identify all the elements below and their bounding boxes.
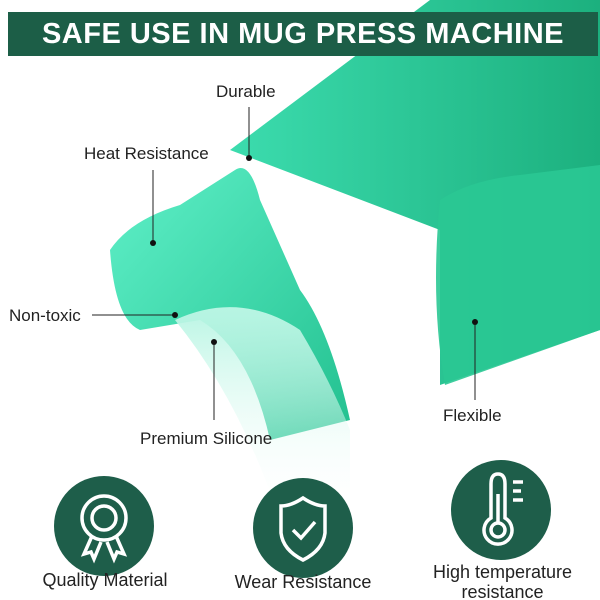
callout-durable: Durable [216,82,276,101]
callout-heat-resistance: Heat Resistance [84,144,209,163]
callout-flexible: Flexible [443,406,502,425]
feature-label: High temperature resistance [432,562,573,600]
feature-label: Wear Resistance [234,572,372,592]
callout-non-toxic: Non-toxic [9,306,81,325]
thermometer-icon [451,460,551,560]
feature-label: Quality Material [42,570,168,590]
award-ribbon-icon [54,476,154,576]
callout-premium-silicone: Premium Silicone [140,429,273,448]
headline-banner: SAFE USE IN MUG PRESS MACHINE [8,12,598,56]
shield-check-icon [253,478,353,578]
